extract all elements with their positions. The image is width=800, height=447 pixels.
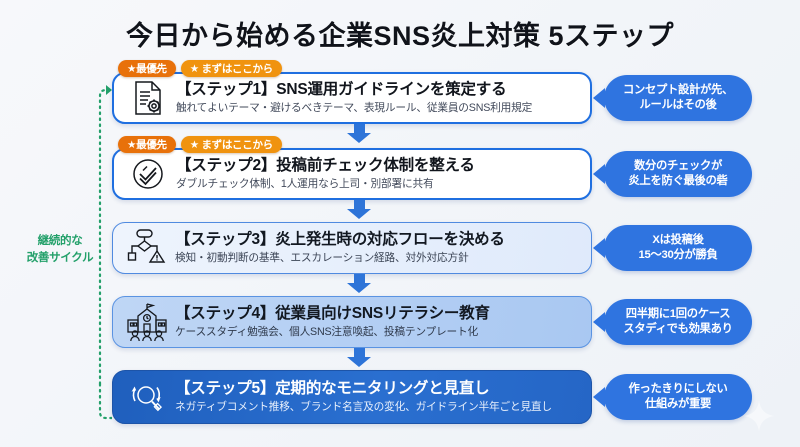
callout-4-line2: スタディでも効果あり [623, 323, 733, 335]
callout-tail-4 [593, 312, 605, 332]
step-5-headline: 【ステップ5】定期的なモニタリングと見直し [175, 379, 490, 397]
step-3-sub: 検知・初動判断の基準、エスカレーション経路、対外対応方針 [175, 252, 469, 265]
improvement-cycle-label: 継続的な 改善サイクル [18, 233, 102, 266]
step-1-text: 【ステップ1】SNS運用ガイドラインを策定する 触れてよいテーマ・避けるべきテー… [176, 80, 590, 116]
badge-start-here-step-1: ★ まずはここから [180, 60, 282, 77]
callout-step-2: 数分のチェックが 炎上を防ぐ最後の砦 [593, 151, 752, 197]
callout-2-text: 数分のチェックが 炎上を防ぐ最後の砦 [629, 159, 728, 190]
callout-2-line2: 炎上を防ぐ最後の砦 [628, 175, 728, 187]
step-5-sub: ネガティブコメント推移、ブランド名言及の変化、ガイドライン半年ごと見直し [175, 401, 552, 414]
step-4-sub: ケーススタディ勉強会、個人SNS注意喚起、投稿テンプレート化 [175, 326, 478, 339]
step-card-2[interactable]: 【ステップ2】投稿前チェック体制を整える ダブルチェック体制、1人運用なら上司・… [112, 148, 592, 200]
double-check-circle-icon [114, 150, 176, 198]
callout-5-line2: 仕組みが重要 [645, 398, 711, 410]
callout-4-text: 四半期に1回のケース スタディでも効果あり [623, 307, 732, 338]
connector-arrow-2-3 [347, 200, 371, 219]
callout-4-line1: 四半期に1回のケース [625, 307, 731, 320]
callout-step-3: Xは投稿後 15〜30分が勝負 [593, 225, 752, 271]
step-card-1[interactable]: 【ステップ1】SNS運用ガイドラインを策定する 触れてよいテーマ・避けるべきテー… [112, 72, 592, 124]
callout-5-text: 作ったきりにしない 仕組みが重要 [629, 382, 728, 413]
callout-3-line2: 15〜30分が勝負 [638, 249, 718, 261]
callout-step-5: 作ったきりにしない 仕組みが重要 [593, 374, 752, 420]
callout-tail-5 [593, 387, 605, 407]
callout-step-4: 四半期に1回のケース スタディでも効果あり [593, 299, 752, 345]
callout-1-line2: ルールはその後 [639, 99, 717, 111]
callout-1-line1: コンセプト設計が先、 [623, 83, 733, 96]
badge-start-here-step-2: ★ まずはここから [180, 136, 282, 153]
flowchart-warning-icon [113, 223, 175, 273]
step-2-sub: ダブルチェック体制、1人運用なら上司・別部署に共有 [176, 178, 434, 191]
document-gear-icon [114, 74, 176, 122]
step-1-sub: 触れてよいテーマ・避けるべきテーマ、表現ルール、従業員のSNS利用規定 [176, 102, 533, 115]
step-5-text: 【ステップ5】定期的なモニタリングと見直し ネガティブコメント推移、ブランド名言… [175, 379, 591, 415]
connector-arrow-4-5 [347, 348, 371, 367]
step-1-headline: 【ステップ1】SNS運用ガイドラインを策定する [176, 80, 507, 98]
badge-group-step-2: ★最優先 ★ まずはここから [118, 136, 282, 153]
callout-2-line1: 数分のチェックが [634, 159, 722, 172]
magnifier-refresh-icon [113, 371, 175, 423]
callout-step-1: コンセプト設計が先、 ルールはその後 [593, 75, 752, 121]
connector-arrow-3-4 [347, 274, 371, 293]
callout-tail-2 [593, 164, 605, 184]
cycle-label-line2: 改善サイクル [26, 251, 94, 264]
callout-3-text: Xは投稿後 15〜30分が勝負 [639, 233, 718, 264]
improvement-cycle-path [98, 85, 112, 420]
step-card-3[interactable]: 【ステップ3】炎上発生時の対応フローを決める 検知・初動判断の基準、エスカレーシ… [112, 222, 592, 274]
callout-tail-3 [593, 238, 605, 258]
step-card-5[interactable]: 【ステップ5】定期的なモニタリングと見直し ネガティブコメント推移、ブランド名言… [112, 370, 592, 424]
badge-priority-step-1: ★最優先 [118, 60, 176, 77]
badge-group-step-1: ★最優先 ★ まずはここから [118, 60, 282, 77]
sparkle-icon [744, 401, 774, 431]
cycle-label-line1: 継続的な [37, 235, 83, 247]
step-4-text: 【ステップ4】従業員向けSNSリテラシー教育 ケーススタディ勉強会、個人SNS注… [175, 304, 591, 340]
connector-arrow-1-2 [347, 124, 371, 143]
callout-5-line1: 作ったきりにしない [628, 382, 728, 395]
callout-tail-1 [593, 88, 605, 108]
step-card-4[interactable]: 【ステップ4】従業員向けSNSリテラシー教育 ケーススタディ勉強会、個人SNS注… [112, 296, 592, 348]
step-2-headline: 【ステップ2】投稿前チェック体制を整える [176, 156, 475, 174]
callout-3-line1: Xは投稿後 [652, 233, 704, 246]
step-2-text: 【ステップ2】投稿前チェック体制を整える ダブルチェック体制、1人運用なら上司・… [176, 156, 590, 192]
school-people-icon [113, 297, 175, 347]
badge-priority-step-2: ★最優先 [118, 136, 176, 153]
step-3-text: 【ステップ3】炎上発生時の対応フローを決める 検知・初動判断の基準、エスカレーシ… [175, 230, 591, 266]
step-3-headline: 【ステップ3】炎上発生時の対応フローを決める [175, 230, 505, 248]
callout-1-text: コンセプト設計が先、 ルールはその後 [623, 83, 733, 114]
page-title: 今日から始める企業SNS炎上対策 5ステップ [125, 21, 675, 51]
step-4-headline: 【ステップ4】従業員向けSNSリテラシー教育 [175, 304, 490, 322]
